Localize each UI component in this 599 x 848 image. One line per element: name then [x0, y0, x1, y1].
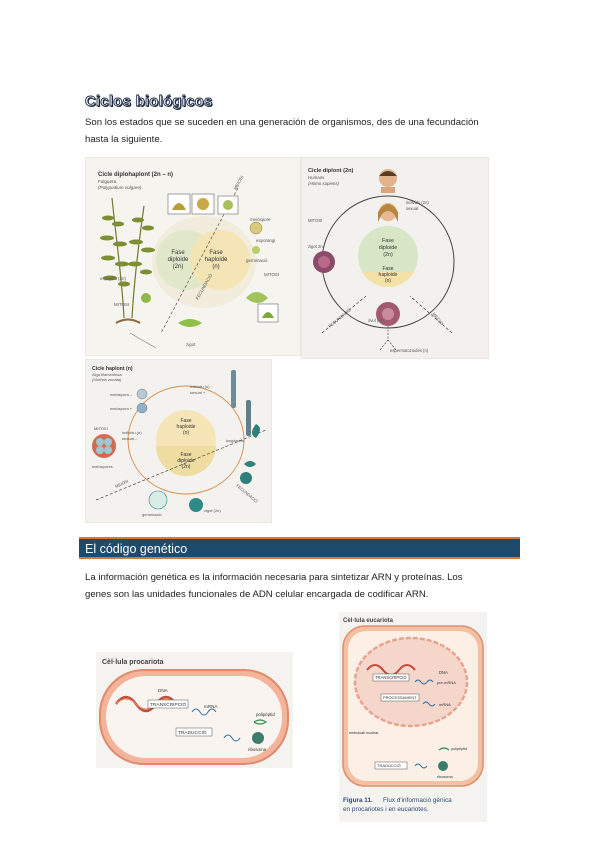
svg-text:(Homo sapiens): (Homo sapiens): [308, 181, 340, 186]
svg-text:meiòspores: meiòspores: [92, 464, 113, 469]
diplont-cycle-figure: Cicle diplont (2n) Humans (Homo sapiens)…: [301, 157, 489, 359]
svg-text:isogàmets: isogàmets: [226, 438, 244, 443]
svg-text:Flux d'informació gènica: Flux d'informació gènica: [383, 797, 452, 804]
svg-text:esporòfit (2n): esporòfit (2n): [100, 276, 126, 281]
svg-text:diploide: diploide: [379, 245, 398, 251]
svg-text:ribosoma: ribosoma: [437, 775, 454, 779]
section-heading-codigo: El código genético: [85, 542, 188, 556]
svg-text:Cèl·lula eucariota: Cèl·lula eucariota: [343, 618, 394, 624]
svg-text:esporangi: esporangi: [256, 238, 275, 243]
man-figure-icon: [379, 169, 397, 193]
svg-text:haploide: haploide: [205, 257, 228, 263]
svg-text:sexuat –: sexuat –: [122, 436, 138, 441]
svg-text:sexuat +: sexuat +: [190, 390, 206, 395]
svg-text:Fase: Fase: [171, 250, 185, 256]
svg-text:espermatozoides (n): espermatozoides (n): [390, 348, 429, 353]
svg-text:germinació: germinació: [142, 512, 162, 517]
svg-text:mRNA: mRNA: [439, 702, 451, 707]
diplohaplont-cycle-figure: Cicle diplohaplont (2n – n) Falguera (Po…: [85, 157, 301, 356]
prokaryote-cell-figure: Cèl·lula procariota TRANSCRIPCIÓ mRNA DN…: [96, 652, 293, 768]
svg-text:(2n): (2n): [383, 252, 393, 258]
svg-text:meiòspora +: meiòspora +: [110, 406, 133, 411]
svg-text:Fase: Fase: [180, 418, 191, 424]
genetic-line-2: genes son las unidades funcionales de AD…: [85, 589, 429, 600]
svg-text:polipèptid: polipèptid: [256, 712, 275, 717]
svg-text:mRNA: mRNA: [204, 704, 218, 709]
svg-text:MITOSI: MITOSI: [308, 218, 322, 223]
svg-text:TRANSCRIPCIÓ: TRANSCRIPCIÓ: [375, 675, 407, 680]
svg-text:ribosoma: ribosoma: [248, 747, 267, 752]
svg-text:(Ulothrix zonata): (Ulothrix zonata): [92, 377, 122, 382]
svg-text:sexuat: sexuat: [406, 206, 419, 211]
svg-text:en procariotes i en eucariotes: en procariotes i en eucariotes.: [343, 806, 429, 813]
svg-text:haploide: haploide: [177, 424, 196, 430]
section-title-ciclos: Ciclos biológicos: [85, 93, 213, 111]
intro-line-1: Son los estados que se suceden en una ge…: [85, 117, 479, 128]
svg-text:PROCESSAMENT: PROCESSAMENT: [383, 695, 417, 700]
svg-text:Alga filamentosa: Alga filamentosa: [92, 372, 122, 377]
svg-text:zigot (2n): zigot (2n): [204, 508, 221, 513]
fern-icon: [100, 197, 155, 324]
genetic-line-1: La información genética es la informació…: [85, 572, 463, 583]
svg-text:meiòspore: meiòspore: [250, 217, 271, 222]
svg-text:Cicle haplont (n): Cicle haplont (n): [92, 366, 133, 372]
svg-text:MITOSI: MITOSI: [114, 302, 129, 307]
diplohaplont-sub2: (Polypodium vulgare): [98, 185, 142, 190]
diplohaplont-title: Cicle diplohaplont (2n – n): [98, 172, 173, 178]
svg-text:òvul (n): òvul (n): [368, 318, 383, 323]
haplont-cycle-figure: Cicle haplont (n) Alga filamentosa (Ulot…: [85, 359, 272, 523]
svg-text:Cèl·lula procariota: Cèl·lula procariota: [102, 659, 164, 666]
svg-text:individu (n): individu (n): [122, 430, 142, 435]
svg-text:meiòspora –: meiòspora –: [110, 392, 133, 397]
svg-text:haploide: haploide: [379, 272, 398, 278]
svg-text:zigot 2n: zigot 2n: [308, 244, 323, 249]
svg-text:(n): (n): [183, 430, 189, 436]
svg-text:germinació: germinació: [246, 258, 268, 263]
svg-text:(2n): (2n): [173, 264, 184, 270]
svg-text:zigot: zigot: [186, 342, 196, 347]
svg-text:pre-mRNA: pre-mRNA: [437, 680, 456, 685]
svg-text:diploide: diploide: [177, 458, 194, 464]
svg-text:Fase: Fase: [382, 266, 393, 272]
svg-text:individu (2n): individu (2n): [406, 200, 429, 205]
svg-text:(n): (n): [212, 264, 219, 270]
svg-text:MITOSI: MITOSI: [94, 426, 108, 431]
woman-figure-icon: [378, 203, 398, 222]
svg-text:Fase: Fase: [209, 250, 223, 256]
svg-text:polipèptid: polipèptid: [451, 747, 467, 751]
svg-text:(2n): (2n): [182, 464, 191, 470]
svg-text:MITOSI: MITOSI: [264, 272, 279, 277]
svg-text:diploide: diploide: [168, 257, 189, 263]
svg-text:Fase: Fase: [382, 238, 394, 244]
svg-text:Humans: Humans: [308, 175, 325, 180]
svg-text:TRANSCRIPCIÓ: TRANSCRIPCIÓ: [150, 701, 187, 708]
svg-text:TRADUCCIÓ: TRADUCCIÓ: [178, 729, 207, 736]
svg-text:MEIOSI: MEIOSI: [114, 478, 129, 488]
svg-text:Fase: Fase: [180, 452, 191, 458]
svg-text:DNA: DNA: [439, 670, 448, 675]
svg-text:embolcall nuclear: embolcall nuclear: [349, 731, 379, 735]
eukaryote-cell-figure: Cèl·lula eucariota DNA TRANSCRIPCIÓ pre-…: [339, 612, 487, 822]
svg-text:DNA: DNA: [158, 688, 169, 693]
svg-text:(n): (n): [385, 278, 391, 284]
svg-text:individu (n): individu (n): [190, 384, 210, 389]
svg-text:TRADUCCIÓ: TRADUCCIÓ: [377, 763, 401, 768]
svg-text:Figura 11.: Figura 11.: [343, 797, 373, 804]
diplohaplont-sub1: Falguera: [98, 179, 117, 184]
svg-text:Cicle diplont (2n): Cicle diplont (2n): [308, 168, 354, 174]
section-heading-band: El código genético: [79, 537, 520, 559]
intro-line-2: hasta la siguiente.: [85, 134, 163, 145]
